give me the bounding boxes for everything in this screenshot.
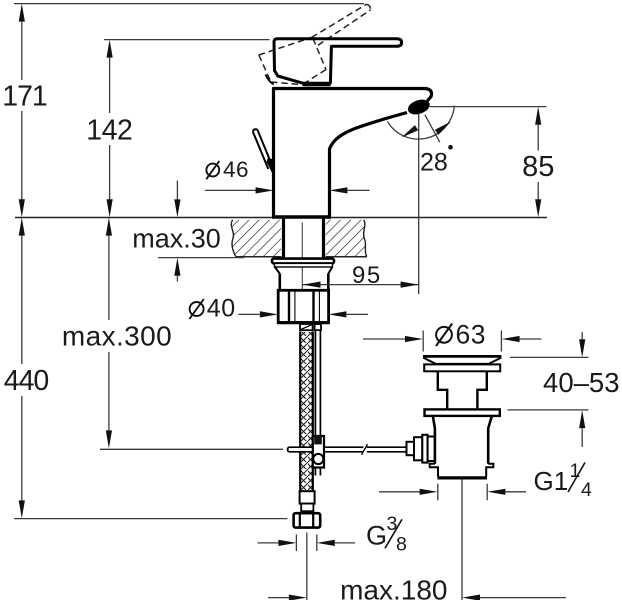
svg-text:max.300: max.300	[62, 321, 172, 352]
svg-text:28: 28	[420, 149, 448, 177]
svg-text:142: 142	[86, 115, 132, 147]
svg-text:8: 8	[396, 534, 407, 556]
svg-text:G1: G1	[534, 466, 569, 496]
svg-text:85: 85	[522, 151, 554, 183]
svg-text:3: 3	[387, 513, 398, 535]
svg-text:46: 46	[223, 157, 249, 182]
svg-text:40–53: 40–53	[543, 367, 619, 398]
svg-text:G: G	[366, 520, 387, 550]
svg-text:440: 440	[4, 365, 49, 397]
svg-text:171: 171	[2, 81, 47, 113]
svg-text:1: 1	[570, 460, 581, 482]
svg-text:63: 63	[456, 320, 486, 350]
svg-text:max.180: max.180	[340, 574, 447, 600]
svg-text:40: 40	[207, 294, 236, 322]
svg-text:max.30: max.30	[132, 224, 221, 254]
svg-text:95: 95	[352, 262, 382, 289]
svg-text:4: 4	[581, 479, 592, 501]
